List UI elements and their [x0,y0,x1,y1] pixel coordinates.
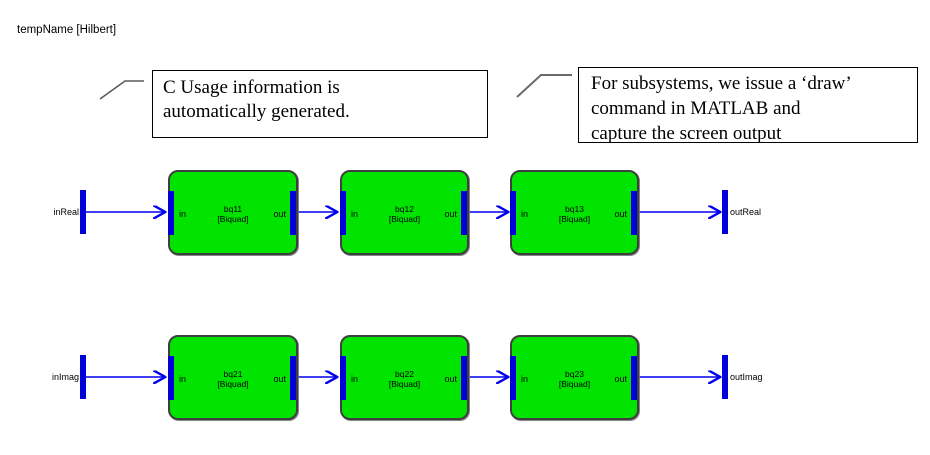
block-name: bq13 [Biquad] [512,204,637,224]
callout-leader-line [516,74,572,98]
block-bq13[interactable]: in bq13 [Biquad] out [510,170,639,255]
block-type-line: [Biquad] [217,214,249,224]
input-port-bar[interactable] [510,191,516,235]
block-bq22[interactable]: in bq22 [Biquad] out [340,335,469,420]
block-bq23[interactable]: in bq23 [Biquad] out [510,335,639,420]
input-port-bar[interactable] [168,191,174,235]
block-type-line: [Biquad] [388,379,421,389]
block-type-line: [Biquad] [558,379,591,389]
outport-label: out [273,209,286,219]
block-type-line: [Biquad] [388,214,421,224]
block-name-line: bq21 [223,369,243,379]
input-port-bar[interactable] [510,356,516,400]
block-name: bq11 [Biquad] [170,204,296,224]
input-port-bar[interactable] [340,356,346,400]
callout-text-line: command in MATLAB and [591,98,801,119]
block-name: bq23 [Biquad] [512,369,637,389]
callout-text-line: For subsystems, we issue a ‘draw’ [591,73,852,94]
block-name: bq12 [Biquad] [342,204,467,224]
outport-label: out [444,374,457,384]
output-port-bar[interactable] [631,356,637,400]
outport-block[interactable] [722,190,728,234]
callout-text-line: capture the screen output [591,123,782,144]
block-bq21[interactable]: in bq21 [Biquad] out [168,335,298,420]
callout-subsystems-draw: For subsystems, we issue a ‘draw’ comman… [578,67,918,144]
input-port-bar[interactable] [340,191,346,235]
outport-label: out [273,374,286,384]
outport-label: out [614,374,627,384]
block-type-line: [Biquad] [558,214,591,224]
inport-label: in [351,374,359,384]
callout-leader-line [99,80,144,100]
block-bq11[interactable]: in bq11 [Biquad] out [168,170,298,255]
outport-name-label: outImag [730,372,763,382]
inport-name-label: inReal [53,207,79,217]
inport-block[interactable] [80,190,86,234]
outport-label: out [444,209,457,219]
inport-label: in [351,209,359,219]
output-port-bar[interactable] [461,191,467,235]
callout-c-usage: C Usage information is automatically gen… [152,70,488,138]
output-port-bar[interactable] [631,191,637,235]
block-name: bq21 [Biquad] [170,369,296,389]
block-name-line: bq12 [395,204,414,214]
outport-label: out [614,209,627,219]
callout-text-line: C Usage information is [163,77,340,98]
inport-name-label: inImag [51,372,79,382]
block-name-line: bq11 [223,204,243,214]
input-port-bar[interactable] [168,356,174,400]
block-name-line: bq13 [565,204,584,214]
output-port-bar[interactable] [461,356,467,400]
block-name: bq22 [Biquad] [342,369,467,389]
block-name-line: bq22 [395,369,414,379]
block-name-line: bq23 [565,369,584,379]
callout-text-line: automatically generated. [163,101,350,122]
inport-label: in [179,374,187,384]
block-bq12[interactable]: in bq12 [Biquad] out [340,170,469,255]
outport-name-label: outReal [730,207,762,217]
inport-label: in [179,209,187,219]
outport-block[interactable] [722,355,728,399]
output-port-bar[interactable] [290,356,296,400]
model-title: tempName [Hilbert] [17,24,117,36]
inport-label: in [521,374,529,384]
output-port-bar[interactable] [290,191,296,235]
inport-label: in [521,209,529,219]
block-type-line: [Biquad] [217,379,249,389]
inport-block[interactable] [80,355,86,399]
